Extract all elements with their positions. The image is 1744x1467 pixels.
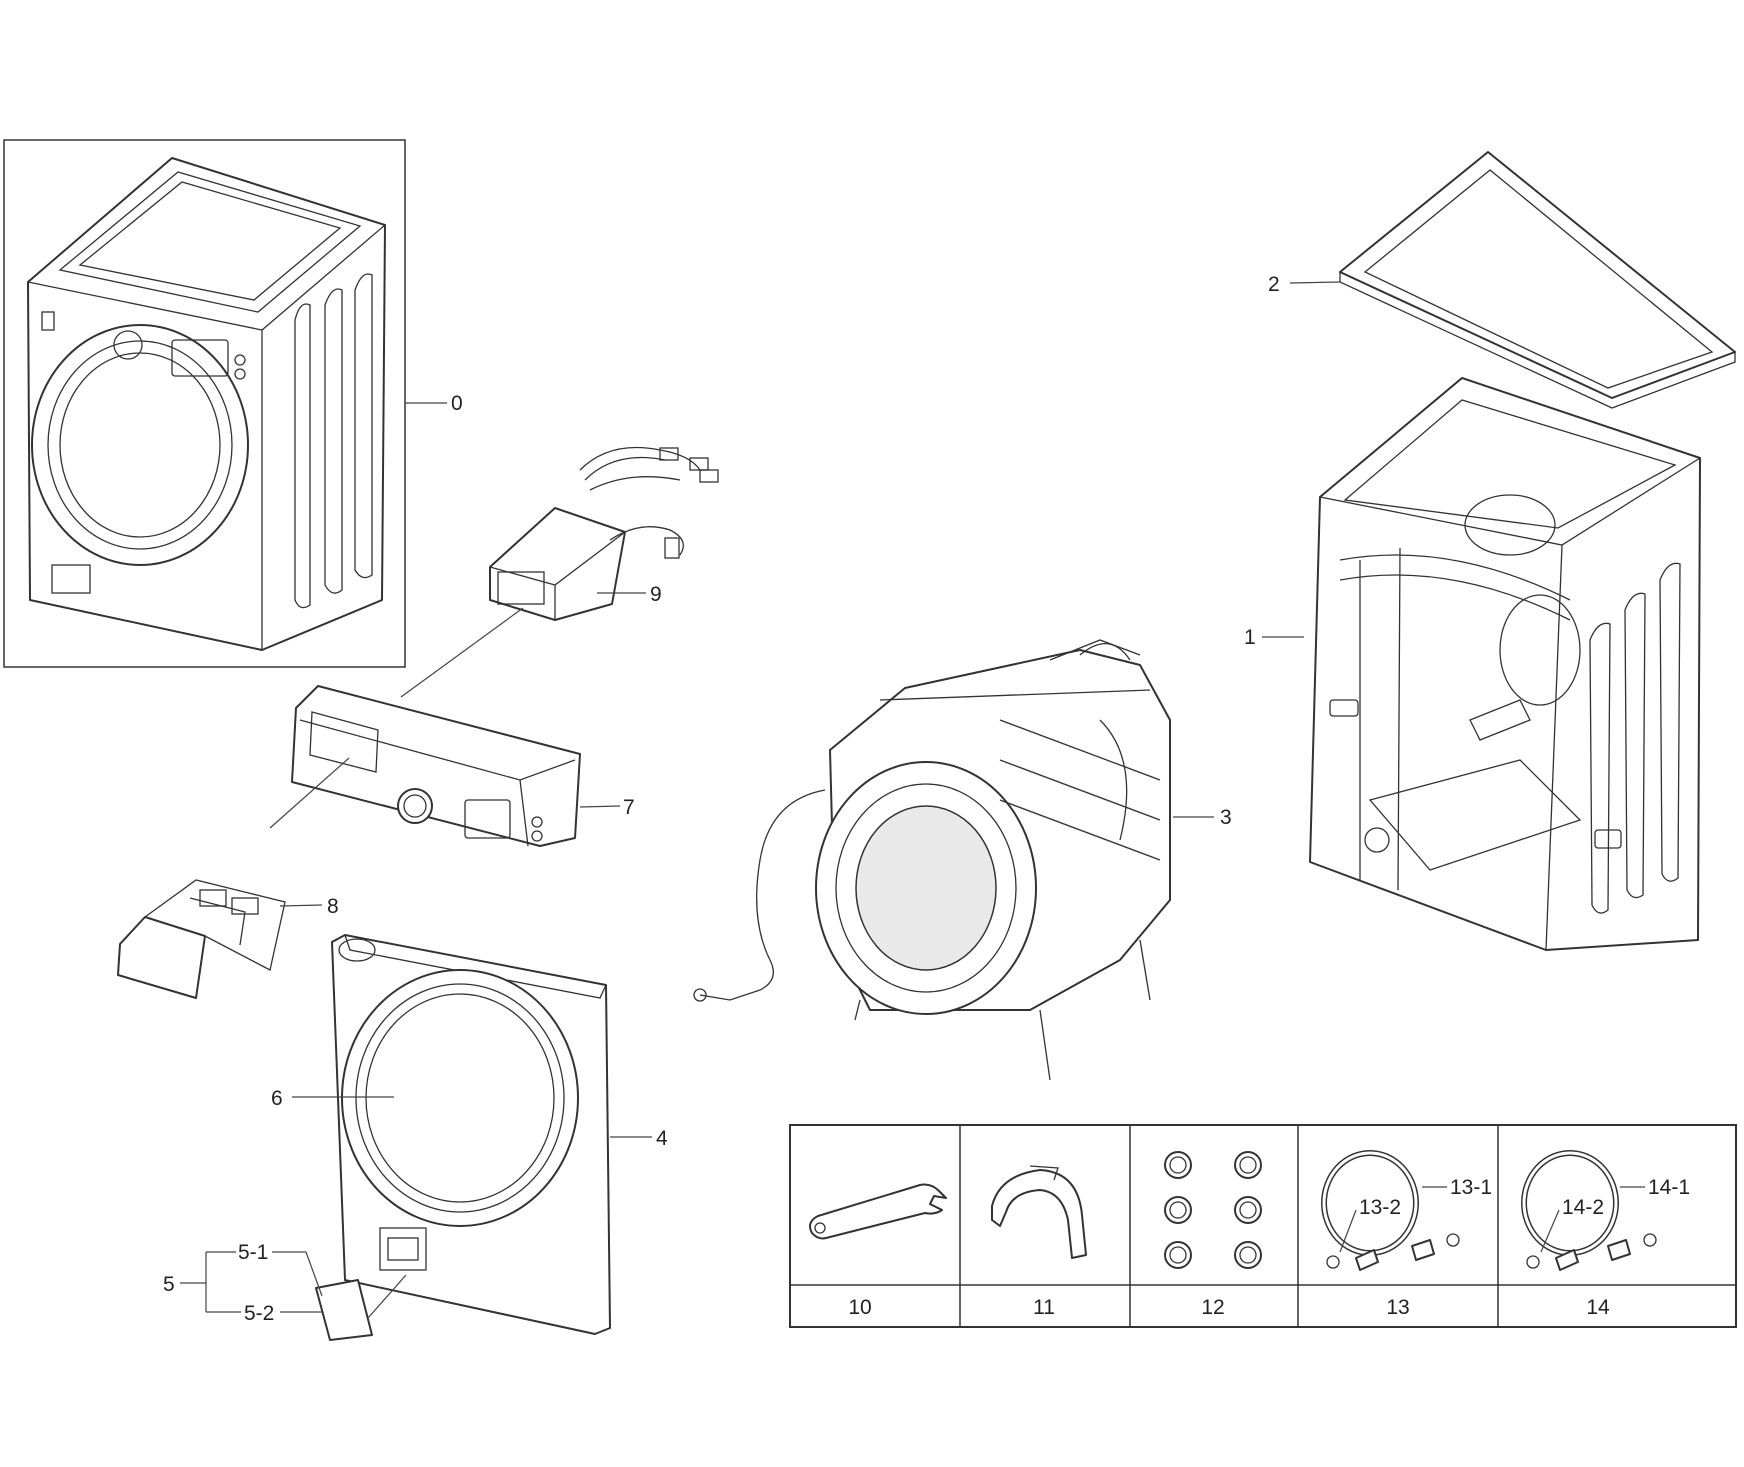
callout-9: 9 — [650, 583, 662, 606]
accessory-14-2-callout: 14-2 — [1562, 1196, 1604, 1219]
callout-6: 6 — [271, 1087, 283, 1110]
detergent-drawer-group: 8 — [117, 879, 339, 999]
accessory-table: 10 11 12 — [789, 1124, 1737, 1328]
dispenser-housing-illustration — [489, 446, 719, 621]
assembled-washer-illustration — [27, 157, 386, 651]
front-panel-illustration — [331, 934, 611, 1335]
callout-5-1: 5-1 — [238, 1241, 268, 1264]
cold-water-hose-icon — [1521, 1150, 1657, 1271]
cabinet-group: 1 — [1244, 377, 1701, 951]
control-panel-group: 7 — [269, 685, 635, 847]
cabinet-illustration — [1309, 377, 1701, 951]
detergent-drawer-illustration — [117, 879, 286, 999]
filter-cover-illustration — [315, 1279, 373, 1341]
accessory-13-label: 13 — [1386, 1296, 1409, 1319]
dispenser-housing-group: 9 — [400, 446, 719, 698]
callout-8: 8 — [327, 895, 339, 918]
callout-3: 3 — [1220, 806, 1232, 829]
callout-5-2: 5-2 — [244, 1302, 274, 1325]
accessory-14-label: 14 — [1586, 1296, 1610, 1319]
tub-assembly-group: 3 — [693, 639, 1232, 1081]
accessory-13-2-callout: 13-2 — [1359, 1196, 1401, 1219]
accessory-10-label: 10 — [848, 1296, 871, 1319]
hot-water-hose-icon — [1321, 1150, 1460, 1271]
callout-0: 0 — [451, 392, 463, 415]
front-panel-group: 4 6 — [271, 934, 668, 1335]
accessory-12-label: 12 — [1201, 1296, 1224, 1319]
callout-7: 7 — [623, 796, 635, 819]
callout-1: 1 — [1244, 626, 1256, 649]
accessory-11-label: 11 — [1033, 1296, 1055, 1319]
callout-5: 5 — [163, 1273, 175, 1296]
accessory-13-1-callout: 13-1 — [1450, 1176, 1492, 1199]
callout-4: 4 — [656, 1127, 668, 1150]
top-cover-group: 2 — [1268, 151, 1736, 409]
tub-assembly-illustration — [693, 639, 1171, 1081]
cap-set-icon — [1164, 1151, 1262, 1269]
accessory-14-1-callout: 14-1 — [1648, 1176, 1690, 1199]
control-panel-illustration — [291, 685, 581, 847]
top-cover-illustration — [1339, 151, 1736, 399]
assembled-washer-group: 0 — [3, 139, 463, 668]
filter-cover-group: 5 5-1 5-2 — [163, 1241, 407, 1341]
hose-guide-icon — [991, 1165, 1087, 1259]
callout-2: 2 — [1268, 273, 1280, 296]
wrench-icon — [809, 1183, 947, 1240]
